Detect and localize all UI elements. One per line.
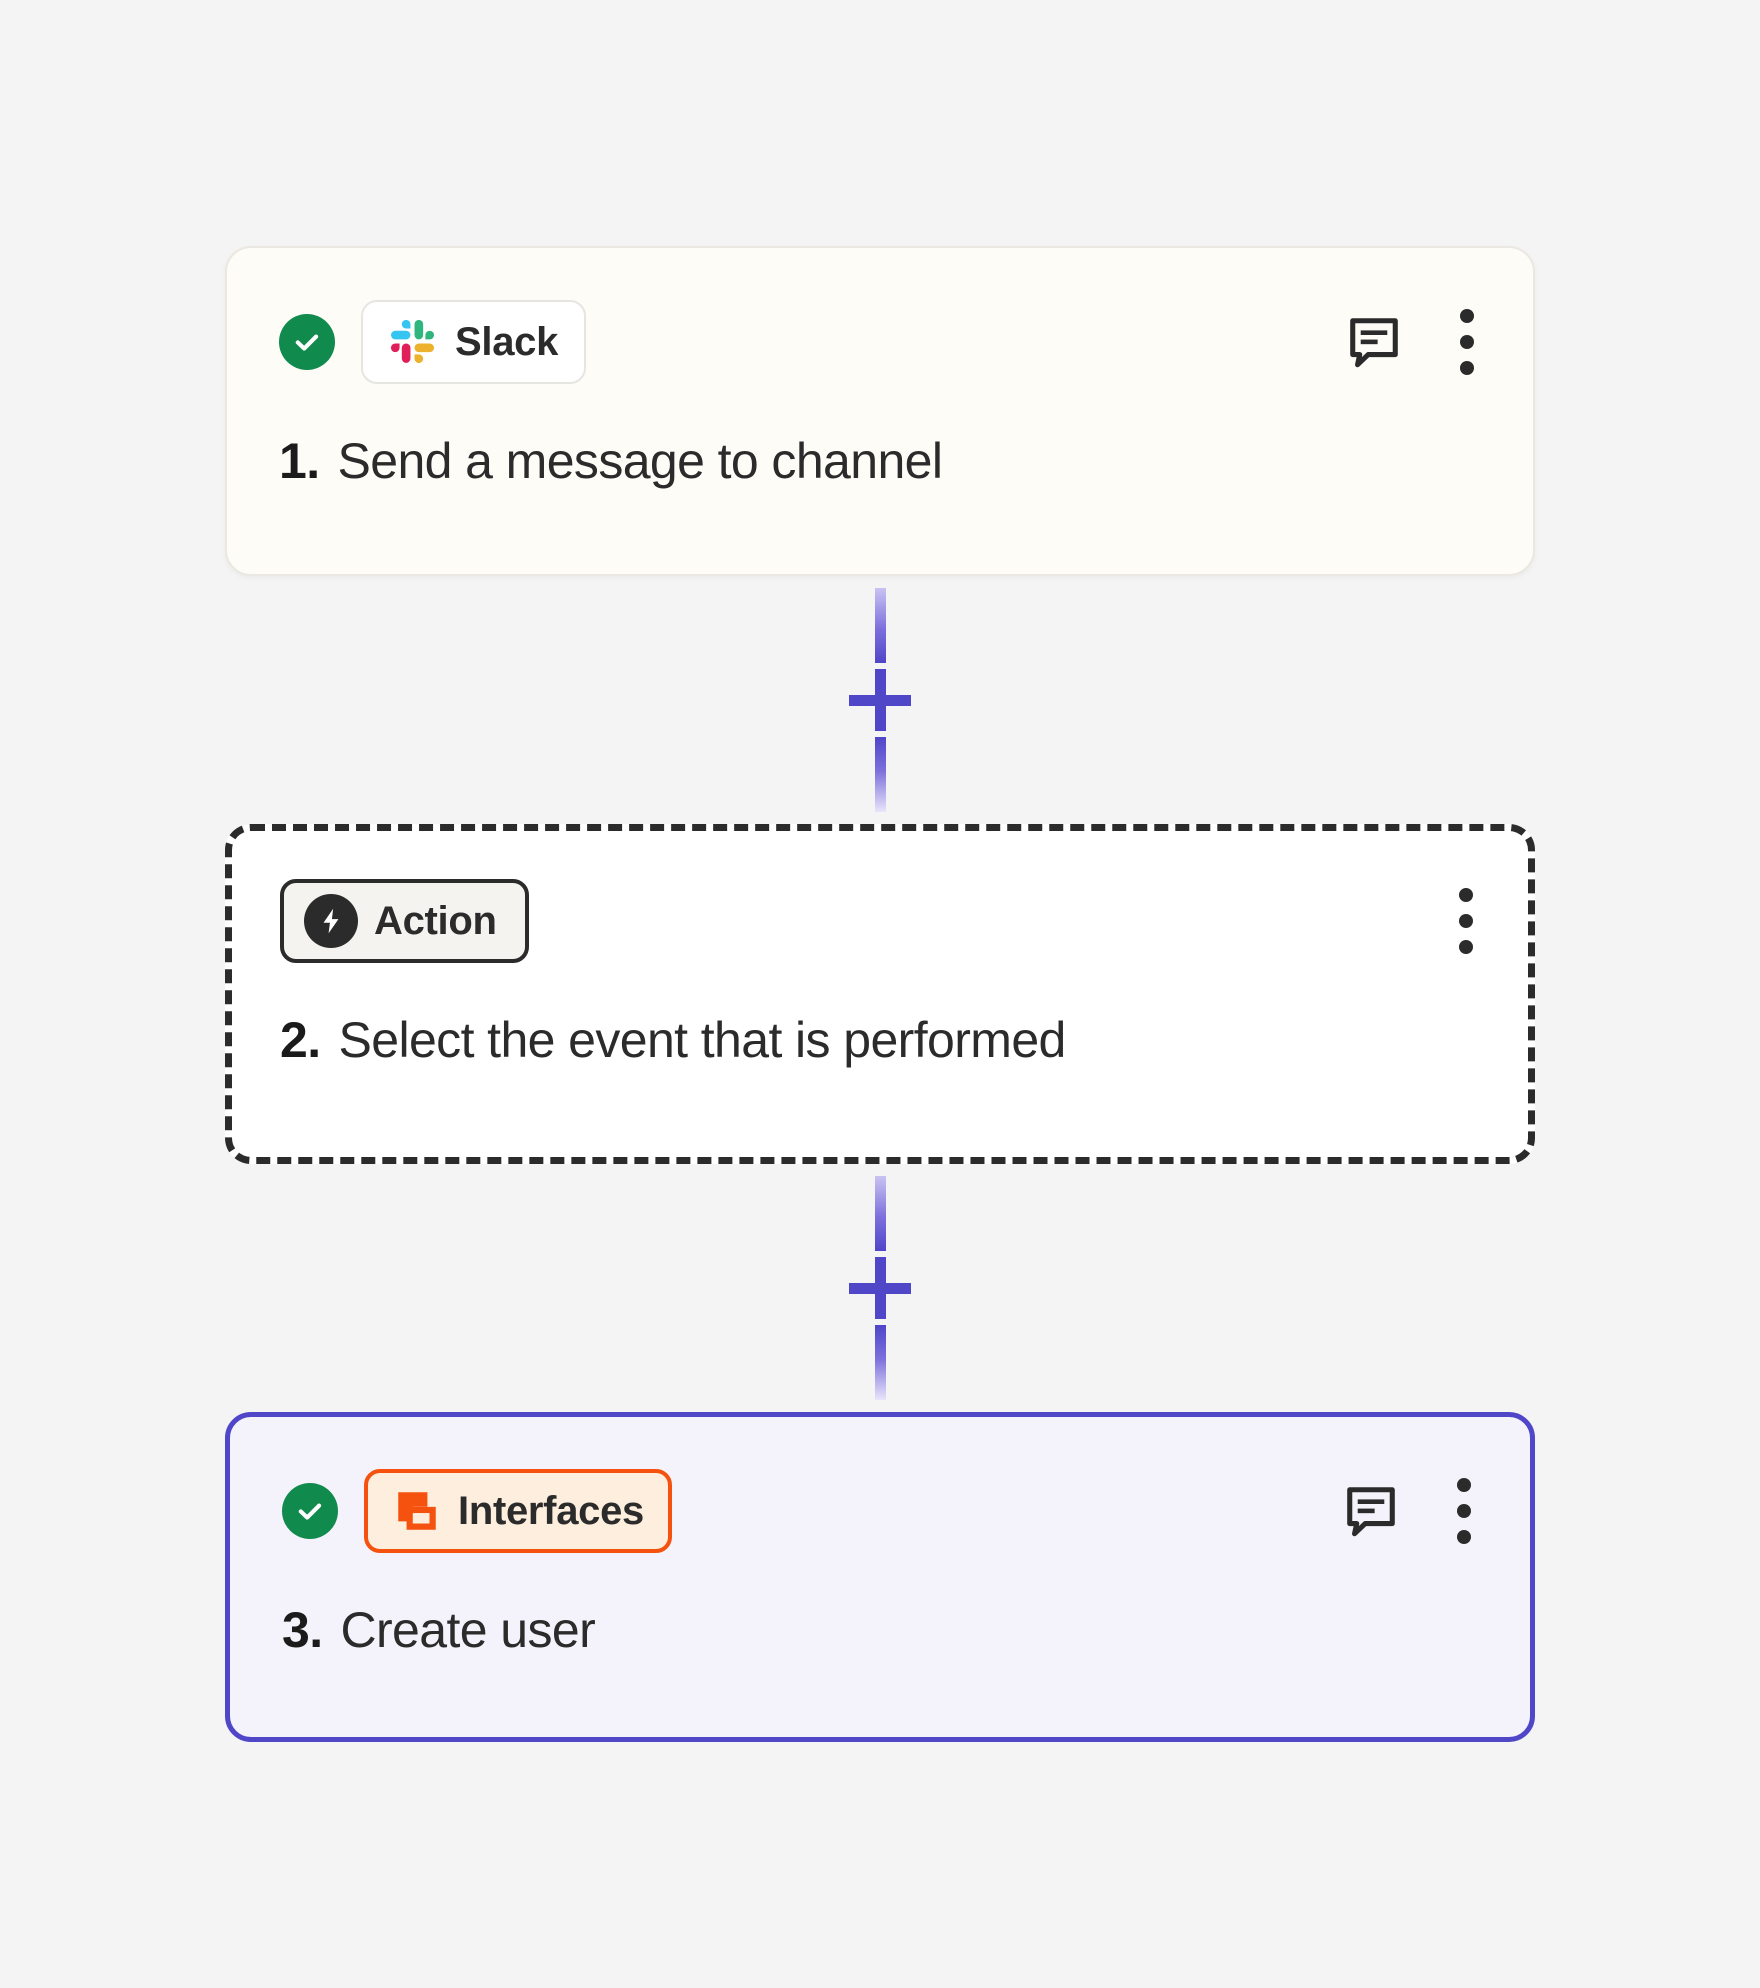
step-title-text: Send a message to channel — [337, 433, 943, 489]
more-options-icon[interactable] — [1450, 1474, 1478, 1548]
kebab-dot — [1459, 888, 1473, 902]
step-card-header-left: Action — [280, 879, 529, 963]
lightning-bolt-icon — [304, 894, 358, 948]
add-step-button[interactable] — [843, 663, 917, 737]
step-card-header-left: Interfaces — [282, 1469, 672, 1553]
connector-line-bottom — [874, 1325, 886, 1400]
more-options-icon[interactable] — [1452, 884, 1480, 958]
interfaces-logo-icon — [398, 1492, 436, 1530]
step-card-header-actions — [1452, 884, 1480, 958]
step-card-header: Interfaces — [282, 1465, 1478, 1557]
check-circle-icon — [282, 1483, 338, 1539]
kebab-dot — [1460, 309, 1474, 323]
step-card-title: 1. Send a message to channel — [279, 432, 1481, 490]
connector-line-top — [874, 588, 886, 663]
workflow-connector-2 — [225, 1164, 1535, 1412]
plus-icon-horizontal — [849, 1282, 911, 1294]
comment-icon[interactable] — [1342, 1482, 1400, 1540]
plus-icon-horizontal — [849, 694, 911, 706]
check-circle-icon — [279, 314, 335, 370]
kebab-dot — [1459, 914, 1473, 928]
more-options-icon[interactable] — [1453, 305, 1481, 379]
kebab-dot — [1457, 1504, 1471, 1518]
connector-line-top — [874, 1176, 886, 1251]
add-step-button[interactable] — [843, 1251, 917, 1325]
step-card-header: Action — [280, 875, 1480, 967]
workflow-step-card-2[interactable]: Action 2. Select the event that is perfo… — [225, 824, 1535, 1164]
kebab-dot — [1460, 335, 1474, 349]
comment-icon[interactable] — [1345, 313, 1403, 371]
app-badge-label: Slack — [455, 319, 559, 364]
kebab-dot — [1460, 361, 1474, 375]
step-card-header-actions — [1342, 1474, 1478, 1548]
workflow-connector-1 — [225, 576, 1535, 824]
workflow-steps-list: Slack — [225, 246, 1535, 1742]
app-badge-interfaces[interactable]: Interfaces — [364, 1469, 672, 1553]
kebab-dot — [1459, 940, 1473, 954]
step-card-title: 3. Create user — [282, 1601, 1478, 1659]
step-number: 1. — [279, 433, 320, 489]
kebab-dot — [1457, 1530, 1471, 1544]
workflow-step-card-3[interactable]: Interfaces — [225, 1412, 1535, 1742]
step-card-header-left: Slack — [279, 300, 587, 384]
connector-line-bottom — [874, 737, 886, 812]
step-title-text: Create user — [340, 1602, 596, 1658]
step-card-header: Slack — [279, 296, 1481, 388]
app-badge-label: Interfaces — [458, 1488, 644, 1533]
step-number: 2. — [280, 1012, 321, 1068]
step-number: 3. — [282, 1602, 323, 1658]
app-badge-label: Action — [374, 898, 497, 943]
kebab-dot — [1457, 1478, 1471, 1492]
workflow-step-card-1[interactable]: Slack — [225, 246, 1535, 576]
step-title-text: Select the event that is performed — [338, 1012, 1067, 1068]
step-card-header-actions — [1345, 305, 1481, 379]
slack-logo-icon — [390, 319, 435, 363]
step-card-title: 2. Select the event that is performed — [280, 1011, 1480, 1069]
app-badge-slack[interactable]: Slack — [361, 300, 587, 384]
app-badge-action[interactable]: Action — [280, 879, 529, 963]
